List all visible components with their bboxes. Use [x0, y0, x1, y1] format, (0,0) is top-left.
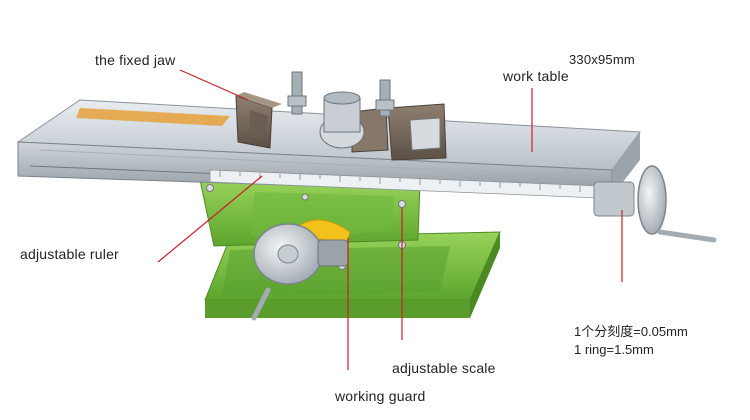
- label-adjustable-ruler: adjustable ruler: [20, 246, 119, 262]
- spec-line-1: 1个分刻度=0.05mm: [574, 324, 688, 339]
- spec-note: 1个分刻度=0.05mm 1 ring=1.5mm: [574, 323, 688, 359]
- spec-line-2: 1 ring=1.5mm: [574, 342, 654, 357]
- leader-adjustable-ruler: [157, 175, 263, 263]
- label-adjustable-scale: adjustable scale: [392, 360, 496, 376]
- front-handwheel: [251, 223, 349, 321]
- label-fixed-jaw: the fixed jaw: [95, 52, 176, 68]
- vise-jaws: [235, 92, 447, 161]
- leader-fixed-jaw: [179, 69, 249, 101]
- side-handwheel: [593, 165, 717, 243]
- label-work-table: work table: [503, 68, 569, 84]
- clamp-bolts: [287, 71, 395, 149]
- leader-lines: [157, 69, 623, 370]
- label-working-guard: working guard: [335, 388, 426, 404]
- label-dimension: 330x95mm: [569, 52, 635, 67]
